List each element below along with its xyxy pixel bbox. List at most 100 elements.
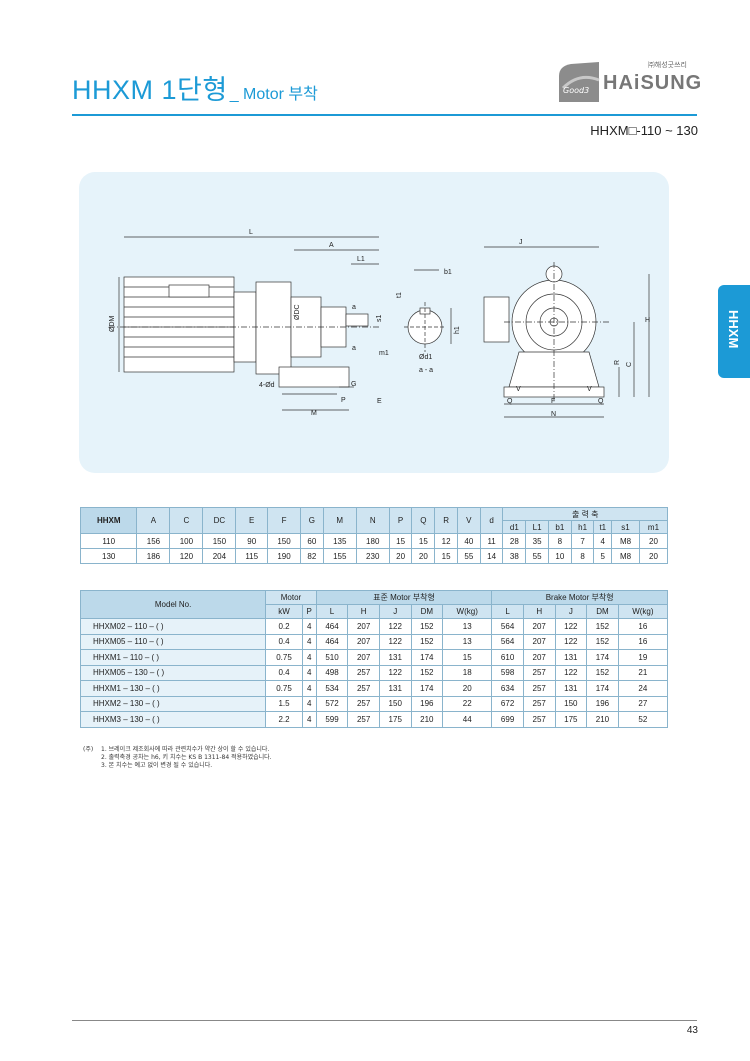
table-cell: 22 bbox=[442, 695, 493, 712]
table-cell: 672 bbox=[491, 695, 524, 712]
std-col-J: J bbox=[378, 604, 412, 619]
dim-col-h1: h1 bbox=[570, 520, 595, 534]
dim-col-V: V bbox=[456, 507, 481, 534]
label-phiDC: ØDC bbox=[294, 304, 301, 320]
dim-col-s1: s1 bbox=[611, 520, 640, 534]
table-cell: 11 bbox=[479, 533, 504, 549]
note-1: 1. 브레이크 제조회사에 따라 관련치수가 약간 상이 할 수 있습니다. bbox=[101, 746, 270, 753]
table-cell: 186 bbox=[136, 548, 171, 564]
table-cell: 257 bbox=[347, 711, 380, 728]
label-C: C bbox=[626, 362, 633, 367]
table-cell: 4 bbox=[593, 533, 613, 549]
table-cell: 115 bbox=[235, 548, 269, 564]
dim-col-M: M bbox=[322, 507, 357, 534]
brake-col-DM: DM bbox=[586, 604, 619, 619]
table-cell: 15 bbox=[434, 548, 458, 564]
logo-brand-name: HAiSUNG bbox=[603, 72, 703, 94]
dimension-drawing: L A L1 J b1 t1 ØDM ØDC a a s1 h1 m1 Ød1 … bbox=[109, 229, 650, 418]
title-main: HHXM 1단형 bbox=[72, 75, 228, 105]
table-cell: 464 bbox=[315, 633, 349, 650]
row-model: 130 bbox=[79, 548, 138, 564]
dim-col-d1: d1 bbox=[502, 520, 527, 534]
table-cell: 210 bbox=[410, 711, 444, 728]
table-cell: 21 bbox=[617, 664, 669, 681]
table-cell: 4 bbox=[301, 680, 317, 697]
table-cell: 131 bbox=[378, 649, 412, 666]
brake-col-J: J bbox=[554, 604, 588, 619]
dim-col-F: F bbox=[267, 507, 301, 534]
label-Q-right: Q bbox=[598, 398, 604, 405]
label-L: L bbox=[249, 229, 253, 236]
motor-model-header: Model No. bbox=[79, 590, 267, 619]
table-cell: 13 bbox=[442, 618, 493, 635]
table-cell: 207 bbox=[522, 633, 556, 650]
label-H: H bbox=[645, 317, 650, 324]
table-cell: 0.4 bbox=[265, 633, 303, 650]
brake-col-L: L bbox=[491, 604, 524, 619]
note-3: 3. 본 치수는 예고 없이 변경 될 수 있습니다. bbox=[101, 762, 213, 769]
table-cell: 90 bbox=[235, 533, 269, 549]
label-m1: m1 bbox=[379, 350, 389, 357]
table-cell: 564 bbox=[491, 618, 524, 635]
label-F: F bbox=[551, 398, 555, 405]
table-cell: 122 bbox=[378, 618, 412, 635]
note-2: 2. 출력축경 공차는 h6, 키 치수는 KS B 1311-84 적용하였습… bbox=[101, 754, 272, 761]
table-cell: 131 bbox=[378, 680, 412, 697]
std-col-W: W(kg) bbox=[442, 604, 493, 619]
table-cell: 0.4 bbox=[265, 664, 303, 681]
side-view bbox=[109, 236, 379, 411]
table-cell: 175 bbox=[378, 711, 412, 728]
dim-col-m1: m1 bbox=[638, 520, 669, 534]
table-cell: 20 bbox=[638, 533, 669, 549]
table-cell: M8 bbox=[611, 533, 640, 549]
table-cell: 0.75 bbox=[265, 649, 303, 666]
table-cell: 122 bbox=[378, 664, 412, 681]
table-cell: 156 bbox=[136, 533, 171, 549]
row-model-no: HHXM2 – 130 – ( ) bbox=[79, 695, 267, 712]
model-range: HHXM□-110 ~ 130 bbox=[590, 123, 698, 138]
col-p: P bbox=[301, 604, 317, 619]
logo-mark bbox=[559, 62, 600, 102]
table-cell: 152 bbox=[410, 618, 444, 635]
label-s1: s1 bbox=[376, 315, 383, 323]
table-cell: 4 bbox=[301, 618, 317, 635]
dim-col-E: E bbox=[235, 507, 269, 534]
label-phid1: Ød1 bbox=[419, 354, 432, 361]
logo-korean-name: ㈜해성굿쓰리 bbox=[647, 61, 687, 69]
table-cell: 152 bbox=[586, 664, 619, 681]
row-model-no: HHXM02 – 110 – ( ) bbox=[79, 618, 267, 635]
dim-model-header: HHXM bbox=[79, 507, 138, 534]
dim-col-DC: DC bbox=[202, 507, 237, 534]
table-cell: 207 bbox=[347, 633, 380, 650]
table-cell: 122 bbox=[554, 633, 588, 650]
table-cell: 20 bbox=[388, 548, 413, 564]
table-cell: 230 bbox=[355, 548, 390, 564]
table-cell: 257 bbox=[522, 664, 556, 681]
label-4-phid: 4-Ød bbox=[259, 382, 275, 389]
table-cell: 190 bbox=[267, 548, 301, 564]
row-model-no: HHXM1 – 130 – ( ) bbox=[79, 680, 267, 697]
table-cell: 572 bbox=[315, 695, 349, 712]
table-cell: 122 bbox=[554, 664, 588, 681]
table-cell: 18 bbox=[442, 664, 493, 681]
label-a-bottom: a bbox=[352, 345, 356, 352]
table-cell: 150 bbox=[202, 533, 237, 549]
label-L1: L1 bbox=[357, 256, 365, 263]
table-cell: 257 bbox=[522, 695, 556, 712]
table-cell: 38 bbox=[502, 548, 527, 564]
row-model-no: HHXM05 – 110 – ( ) bbox=[79, 633, 267, 650]
label-t1: t1 bbox=[396, 292, 403, 298]
table-cell: 131 bbox=[554, 680, 588, 697]
table-cell: 150 bbox=[378, 695, 412, 712]
table-cell: 4 bbox=[301, 695, 317, 712]
table-cell: 15 bbox=[411, 533, 436, 549]
dim-col-t1: t1 bbox=[593, 520, 613, 534]
std-motor-group-header: 표준 Motor 부착형 bbox=[315, 590, 493, 605]
table-cell: 4 bbox=[301, 664, 317, 681]
std-col-H: H bbox=[347, 604, 380, 619]
table-cell: 634 bbox=[491, 680, 524, 697]
